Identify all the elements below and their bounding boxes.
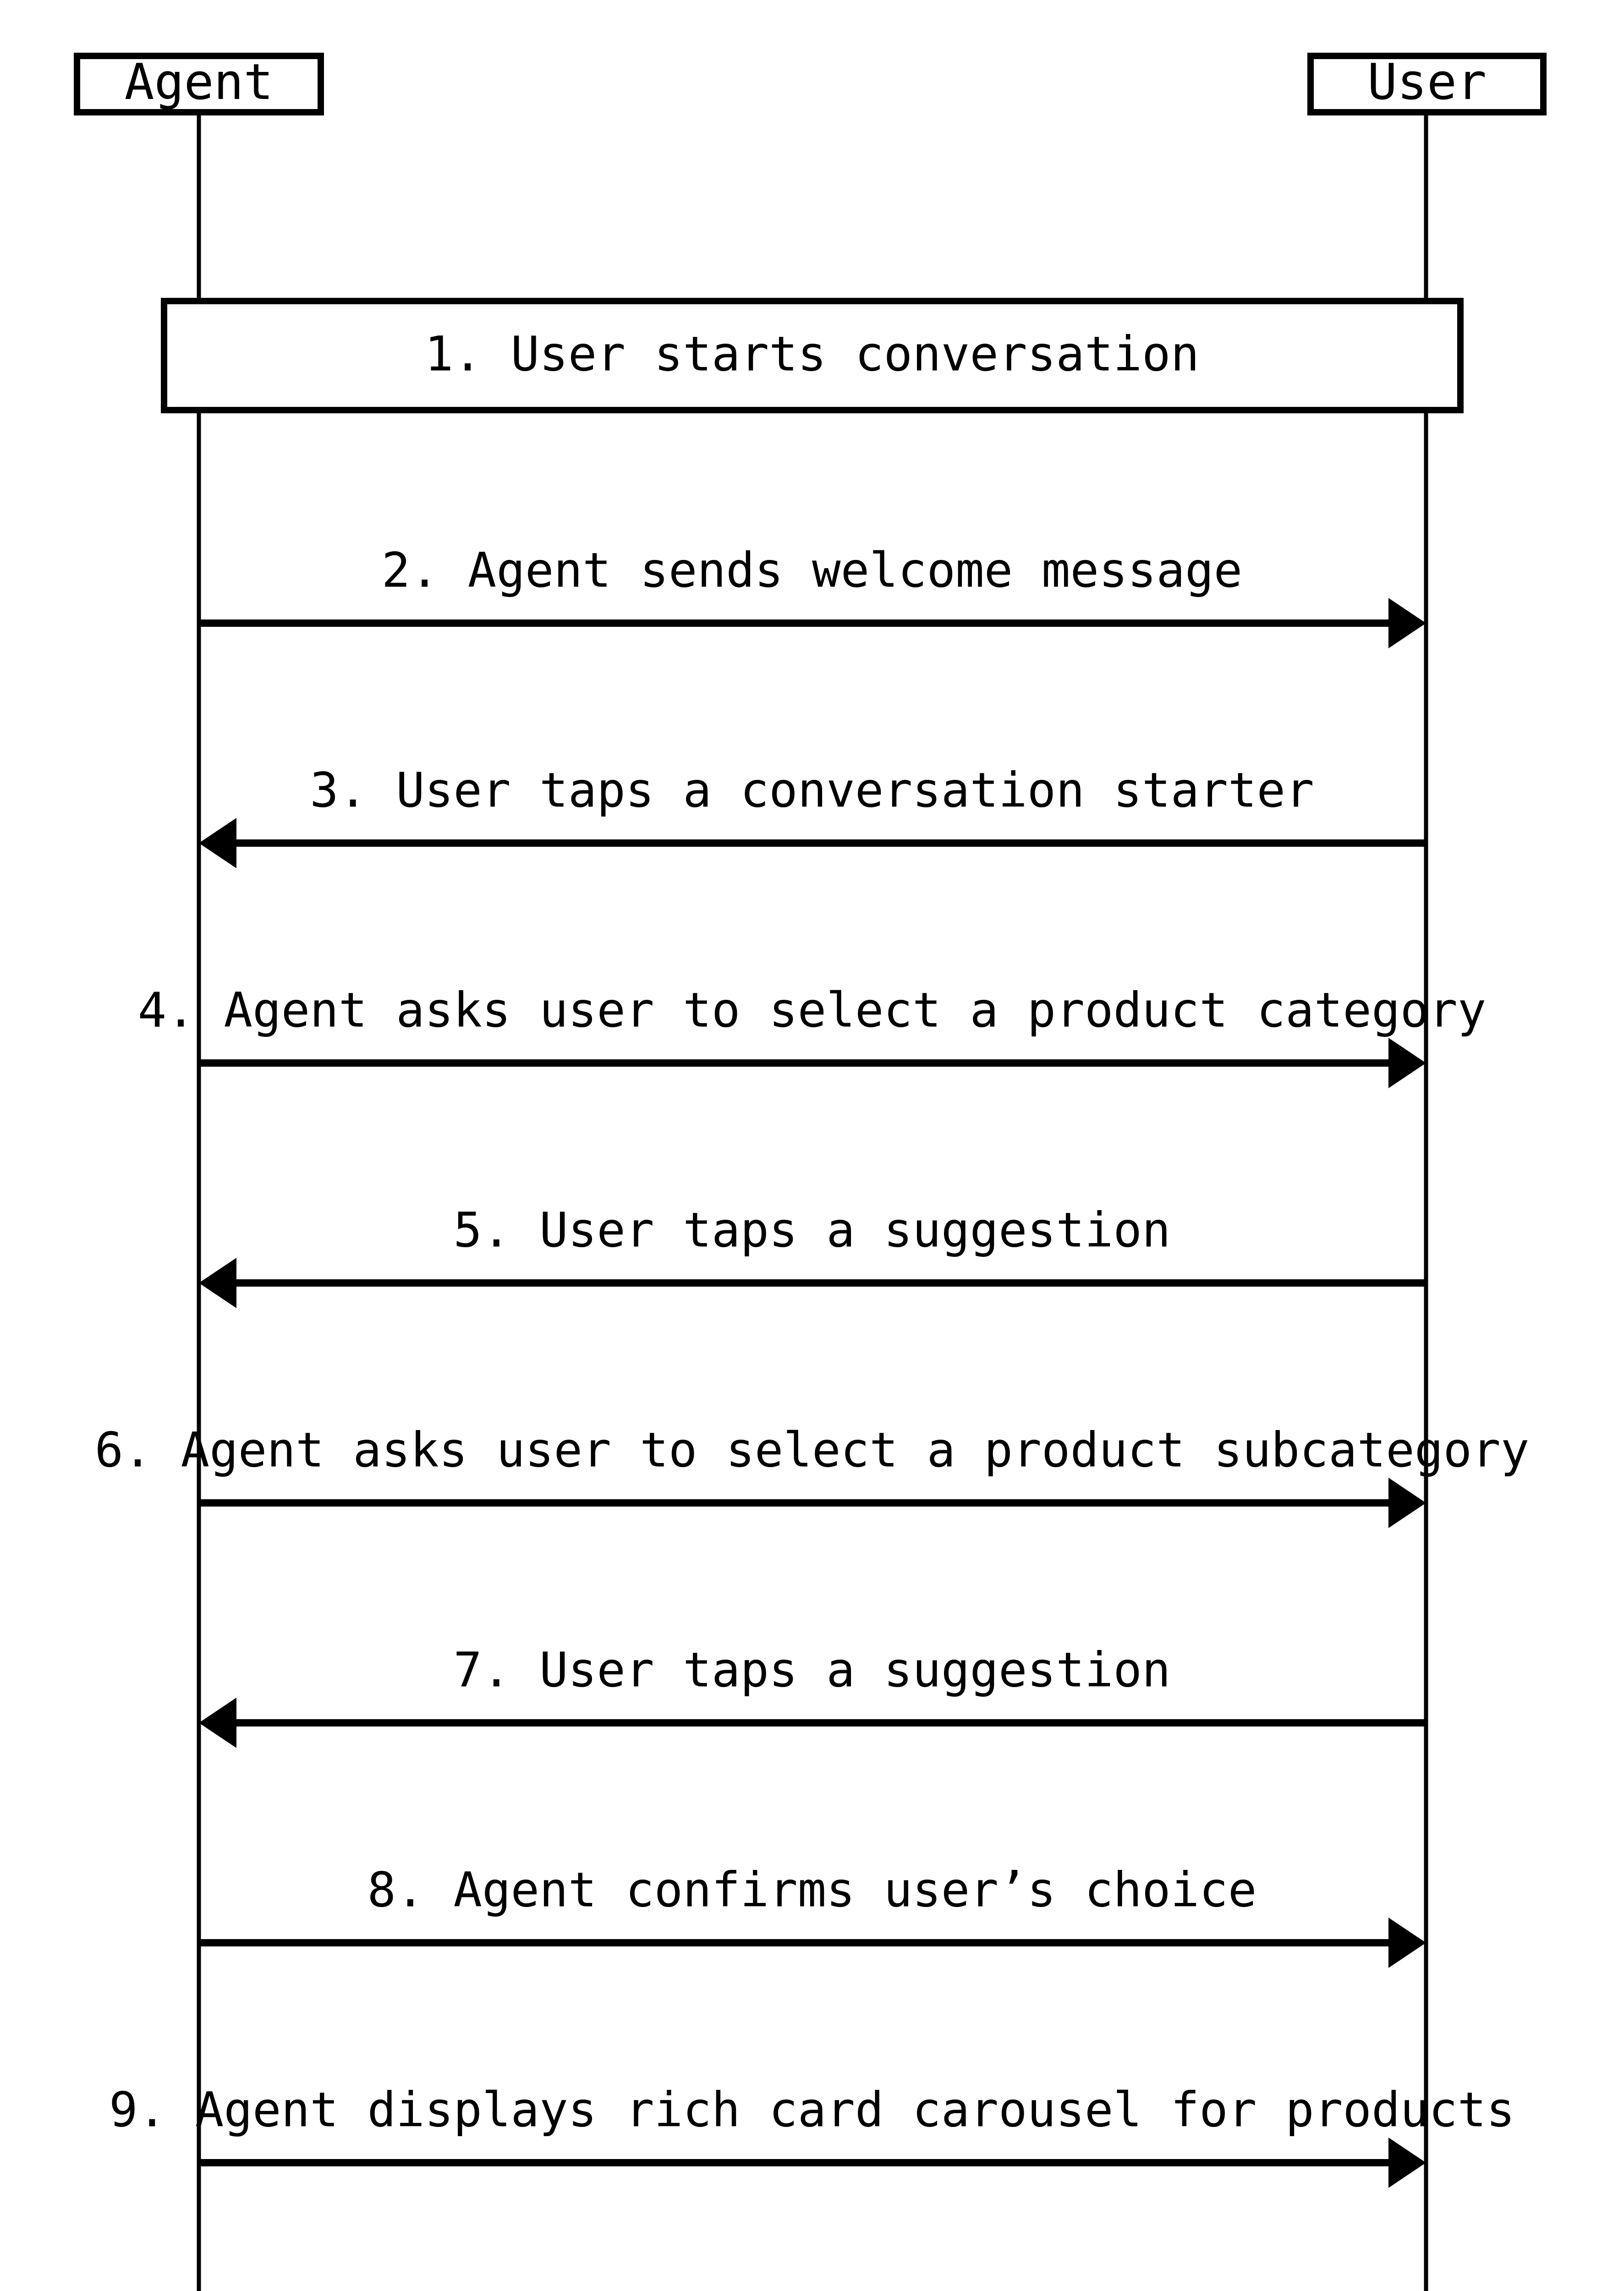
message-label-step-9: 9. Agent displays rich card carousel for…: [109, 2082, 1515, 2138]
step-4-message[interactable]: 4. Agent asks user to select a product c…: [138, 982, 1487, 1088]
step-3-message[interactable]: 3. User taps a conversation starter: [199, 762, 1426, 868]
participant-header-agent[interactable]: Agent: [74, 53, 324, 115]
message-label-step-5: 5. User taps a suggestion: [453, 1202, 1170, 1258]
message-label-step-6: 6. Agent asks user to select a product s…: [95, 1422, 1530, 1478]
note-label-step-1: 1. User starts conversation: [425, 326, 1200, 382]
step-2-message[interactable]: 2. Agent sends welcome message: [199, 542, 1426, 648]
participant-box-user-top[interactable]: [1307, 53, 1547, 115]
step-6-message[interactable]: 6. Agent asks user to select a product s…: [95, 1422, 1530, 1528]
participant-label-agent-top: Agent: [124, 54, 273, 111]
participant-label-user-top: User: [1367, 54, 1487, 111]
arrowhead-right-step-8: [1388, 1918, 1426, 1968]
message-label-step-8: 8. Agent confirms user’s choice: [367, 1862, 1256, 1918]
message-label-step-7: 7. User taps a suggestion: [453, 1642, 1170, 1698]
step-9-message[interactable]: 9. Agent displays rich card carousel for…: [109, 2082, 1515, 2188]
arrowhead-left-step-3: [199, 818, 236, 868]
participant-header-user[interactable]: User: [1307, 53, 1547, 115]
note-box-step-1[interactable]: [161, 298, 1464, 413]
step-7-message[interactable]: 7. User taps a suggestion: [199, 1642, 1426, 1748]
arrowhead-left-step-5: [199, 1258, 236, 1308]
step-8-message[interactable]: 8. Agent confirms user’s choice: [199, 1862, 1426, 1968]
arrowhead-right-step-9: [1388, 2138, 1426, 2188]
arrowhead-right-step-4: [1388, 1038, 1426, 1088]
arrowhead-left-step-7: [199, 1698, 236, 1748]
message-label-step-3: 3. User taps a conversation starter: [310, 762, 1314, 818]
participant-box-agent-top[interactable]: [74, 53, 324, 115]
lifelines-group: [197, 112, 1428, 2291]
arrowhead-right-step-6: [1388, 1478, 1426, 1528]
message-label-step-4: 4. Agent asks user to select a product c…: [138, 982, 1487, 1038]
message-label-step-2: 2. Agent sends welcome message: [382, 542, 1242, 598]
step-5-message[interactable]: 5. User taps a suggestion: [199, 1202, 1426, 1308]
arrowhead-right-step-2: [1388, 598, 1426, 648]
step-1-note[interactable]: 1. User starts conversation: [161, 298, 1464, 413]
